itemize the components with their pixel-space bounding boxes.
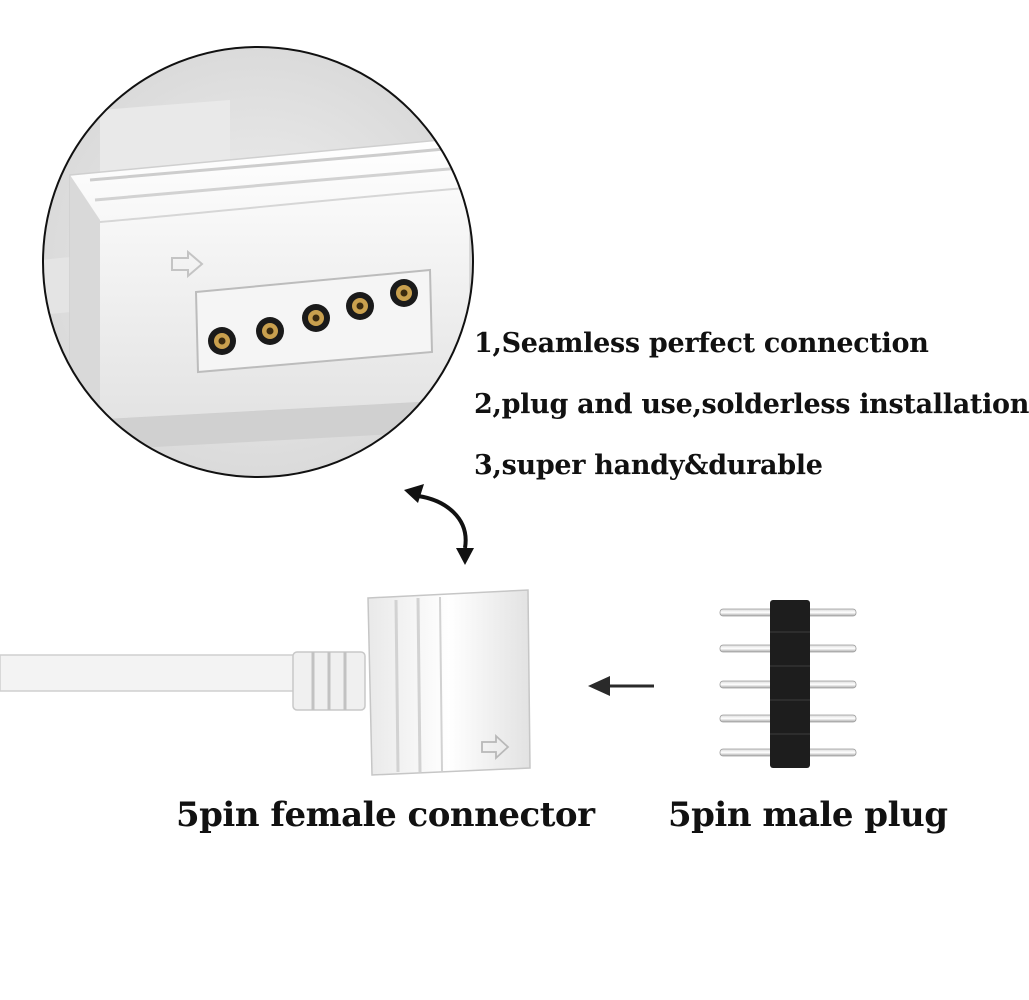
feature-line-2: 2,plug and use,solderless installation bbox=[474, 389, 1029, 420]
male-plug-caption: 5pin male plug bbox=[668, 795, 948, 835]
feature-line-1: 1,Seamless perfect connection bbox=[474, 328, 929, 359]
left-arrow-icon bbox=[588, 676, 654, 696]
closeup-magnifier bbox=[42, 46, 474, 478]
male-plug bbox=[719, 600, 857, 768]
feature-line-3: 3,super handy&durable bbox=[474, 450, 823, 481]
curved-double-arrow-icon bbox=[404, 484, 474, 565]
product-illustration bbox=[0, 46, 857, 776]
female-connector-caption: 5pin female connector bbox=[176, 795, 595, 835]
female-connector bbox=[0, 589, 531, 776]
socket-holes bbox=[208, 279, 418, 355]
